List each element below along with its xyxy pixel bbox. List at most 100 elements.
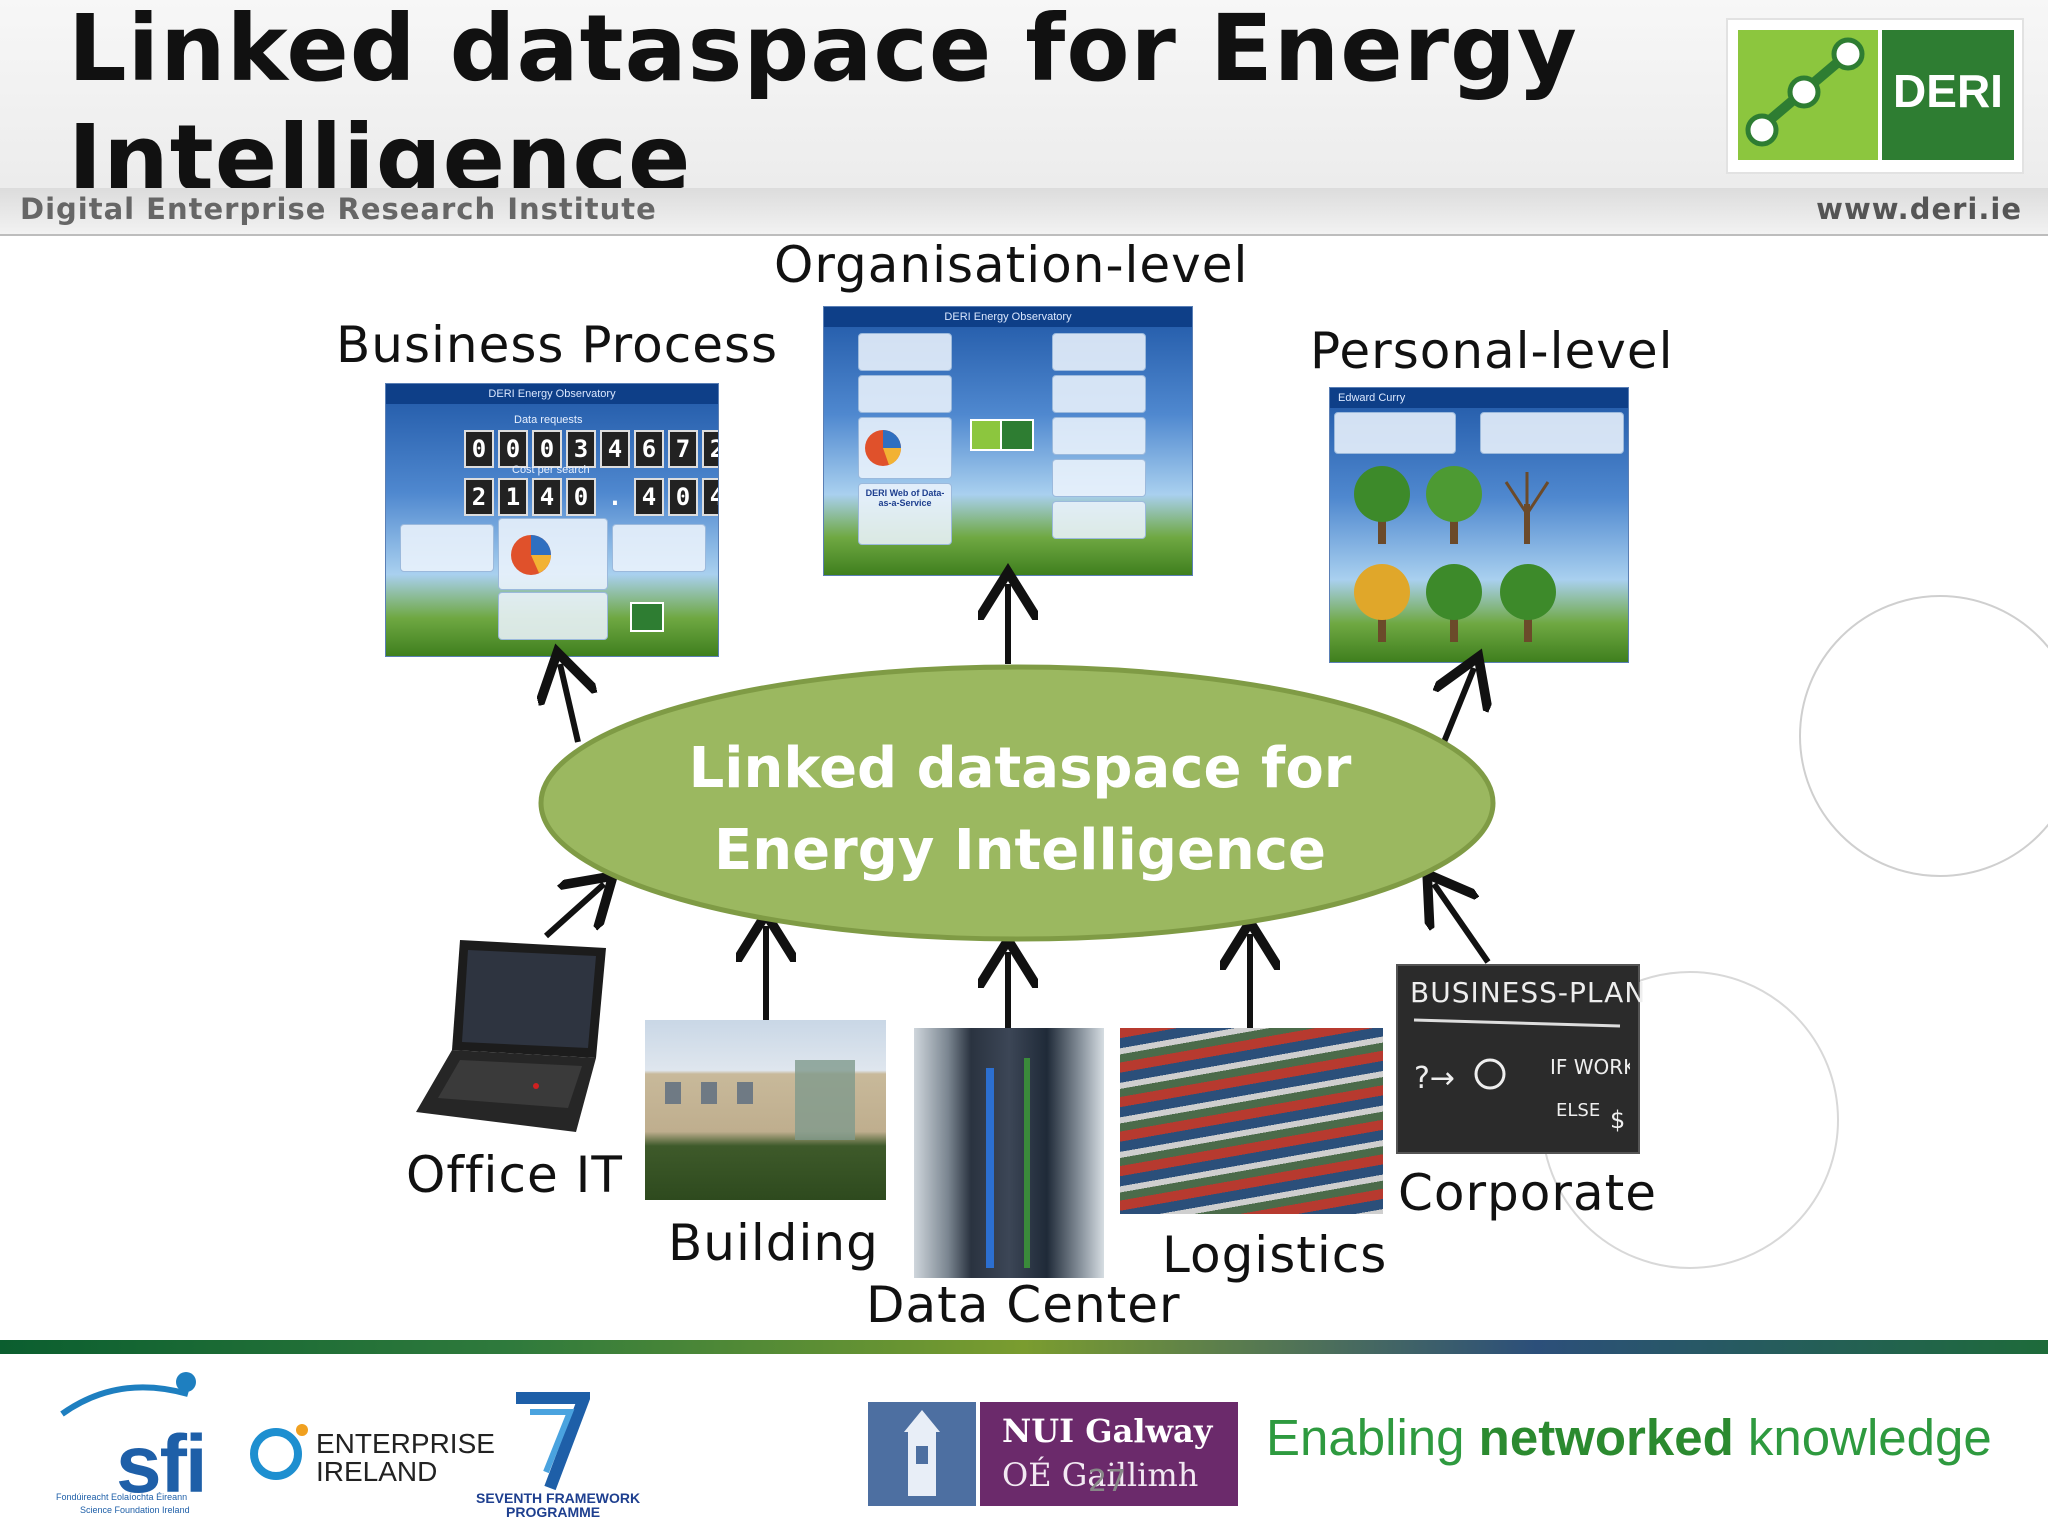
org-deri-logo-left <box>970 419 1004 451</box>
chalk-if-work: IF WORK <box>1550 1055 1630 1079</box>
label-office-it: Office IT <box>406 1146 623 1204</box>
fp7-line2: PROGRAMME <box>506 1504 601 1520</box>
tree-4 <box>1354 564 1410 642</box>
glass-facade <box>795 1060 855 1140</box>
slide-title: Linked dataspace for Energy Intelligence <box>68 0 1668 214</box>
fp7-logo-icon <box>516 1392 590 1491</box>
tree-1 <box>1354 466 1410 544</box>
linked-nodes-icon <box>1745 37 1865 147</box>
org-pie-icon <box>865 430 901 466</box>
data-center-photo <box>914 1028 1104 1278</box>
tagline-emphasis: networked <box>1478 1409 1734 1466</box>
svg-text:$: $ <box>1610 1106 1625 1134</box>
sfi-subtitle-english: Science Foundation Ireland <box>80 1505 190 1515</box>
central-label-line-1: Linked dataspace for <box>688 736 1352 801</box>
personal-menu-panel <box>1480 412 1624 454</box>
org-panel-travel <box>1052 459 1146 497</box>
org-panel-data-service: DERI Web of Data-as-a-Service <box>858 483 952 545</box>
network-cables <box>986 1068 994 1268</box>
tower-icon <box>904 1410 940 1496</box>
building-photo <box>645 1020 886 1200</box>
arrow-from-office-it <box>543 884 604 939</box>
label-business-process: Business Process <box>336 316 779 374</box>
website-url: www.deri.ie <box>1816 192 2022 226</box>
chalk-else: ELSE <box>1556 1100 1600 1121</box>
org-panel-office <box>1052 375 1146 413</box>
org-panel-commute <box>1052 501 1146 539</box>
label-corporate: Corporate <box>1398 1164 1657 1222</box>
tree-5 <box>1426 564 1482 642</box>
sfi-subtitle-irish: Fondúireacht Eolaíochta Éireann <box>56 1492 188 1502</box>
data-service-text: DERI Web of Data-as-a-Service <box>865 488 945 508</box>
org-deri-logo-right <box>1000 419 1034 451</box>
data-requests-counter: 00034672 <box>464 430 718 468</box>
tree-grid <box>1354 466 1556 642</box>
rack-leds <box>1024 1058 1030 1268</box>
central-label: Linked dataspace for Energy Intelligence <box>560 728 1480 892</box>
org-panel-fuel <box>858 417 952 479</box>
enterprise-ireland-line1: ENTERPRISE <box>316 1428 495 1459</box>
business-plan-chalkboard <box>1396 964 1640 1154</box>
org-panel-power <box>858 333 952 371</box>
org-panel-co2 <box>858 375 952 413</box>
sfi-logo-text: sfi <box>116 1419 208 1510</box>
fp7-line1: SEVENTH FRAMEWORK <box>476 1490 641 1506</box>
sfi-swoosh-icon <box>60 1372 196 1417</box>
enterprise-ireland-line2: IRELAND <box>316 1456 438 1487</box>
organisation-dashboard: DERI Energy Observatory DERI Web of Data… <box>823 306 1193 576</box>
title-line-1: Linked dataspace for Energy <box>68 0 1578 102</box>
tagline-suffix: knowledge <box>1733 1409 1992 1466</box>
nui-galway-irish-name: OÉ Gaillimh <box>1002 1456 1199 1494</box>
svg-text:?→: ?→ <box>1414 1061 1455 1096</box>
personal-user-bar: Edward Curry <box>1330 388 1628 408</box>
nui-galway-crest <box>868 1402 976 1506</box>
fuel-mix-panel <box>498 518 608 590</box>
laptop-image <box>416 940 606 1132</box>
org-panel-datacenter <box>1052 333 1146 371</box>
window <box>665 1082 681 1104</box>
deri-mini-logo <box>630 602 664 632</box>
dashboard-title-bar: DERI Energy Observatory <box>386 384 718 404</box>
data-requests-label: Data requests <box>514 414 583 426</box>
tagline: Enabling networked knowledge <box>1266 1408 1992 1467</box>
personal-dashboard: Edward Curry <box>1329 387 1629 663</box>
label-building: Building <box>668 1214 879 1272</box>
footer-divider <box>0 1340 2048 1354</box>
tagline-prefix: Enabling <box>1266 1409 1479 1466</box>
logistics-photo <box>1120 1028 1383 1214</box>
arrow-from-corporate <box>1434 884 1491 964</box>
decorative-circle-1 <box>1799 595 2048 877</box>
header-bar <box>0 188 2048 236</box>
pie-chart-icon <box>511 535 551 575</box>
tree-3 <box>1504 472 1550 544</box>
nui-galway-name: NUI Galway <box>1002 1412 1213 1450</box>
machines-panel <box>498 592 608 640</box>
page-number: 27 <box>1088 1464 1127 1499</box>
nui-galway-logo <box>980 1402 1238 1506</box>
total-power-panel <box>400 524 494 572</box>
org-panel-building <box>1052 417 1146 455</box>
arrow-to-business-process <box>560 664 578 743</box>
label-data-center: Data Center <box>866 1276 1181 1334</box>
window <box>737 1082 753 1104</box>
deri-logo: DERI <box>1726 18 2024 174</box>
tree-2 <box>1426 466 1482 544</box>
institute-name: Digital Enterprise Research Institute <box>20 192 657 226</box>
chalkboard-title: BUSINESS-PLAN <box>1410 976 1647 1009</box>
cost-per-search-label: Cost per search <box>512 464 590 476</box>
deri-logo-text: DERI <box>1893 65 2003 117</box>
org-dashboard-title: DERI Energy Observatory <box>824 307 1192 327</box>
label-organisation-level: Organisation-level <box>774 236 1249 294</box>
central-label-line-2: Energy Intelligence <box>714 818 1326 883</box>
label-logistics: Logistics <box>1162 1226 1388 1284</box>
personal-profile-panel <box>1334 412 1456 454</box>
central-ellipse <box>538 664 1496 942</box>
enterprise-ireland-icon <box>250 1424 308 1480</box>
window <box>701 1082 717 1104</box>
arrow-to-personal <box>1444 668 1474 744</box>
label-personal-level: Personal-level <box>1310 322 1674 380</box>
chalkboard-drawing: ?→ IF WORK ELSE $ <box>1413 1018 1630 1134</box>
